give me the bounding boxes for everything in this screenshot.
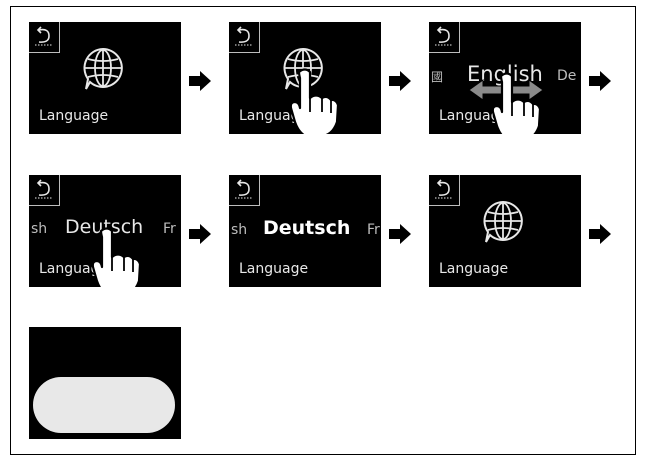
- previous-language: sh: [31, 221, 48, 237]
- step-arrow-5: [389, 224, 411, 244]
- step-arrow-1: [189, 71, 211, 91]
- back-icon: [435, 26, 453, 46]
- screen-step-3: 國 English De Language: [429, 22, 581, 134]
- step-arrow-4: [189, 224, 211, 244]
- previous-language: 國: [431, 70, 444, 84]
- back-button[interactable]: [29, 175, 60, 206]
- back-icon: [35, 179, 53, 199]
- pointing-hand-icon: [491, 72, 541, 134]
- back-button[interactable]: [229, 22, 260, 53]
- step-arrow-3: [589, 71, 611, 91]
- step-arrow-6: [589, 224, 611, 244]
- back-button[interactable]: [229, 175, 260, 206]
- language-label: Language: [39, 108, 109, 124]
- language-label: Language: [439, 261, 509, 277]
- next-language: Fr: [163, 221, 176, 237]
- screen-step-6: Language: [429, 175, 581, 287]
- pointing-hand-icon: [91, 227, 141, 287]
- back-icon: [35, 26, 53, 46]
- screen-step-2: Language: [229, 22, 381, 134]
- language-label: Language: [239, 261, 309, 277]
- back-icon: [235, 179, 253, 199]
- current-language[interactable]: Deutsch: [65, 216, 144, 238]
- back-button[interactable]: [429, 175, 460, 206]
- globe-icon: [483, 200, 523, 243]
- previous-language: sh: [231, 222, 248, 238]
- step-arrow-2: [389, 71, 411, 91]
- back-icon: [235, 26, 253, 46]
- globe-icon: [83, 47, 123, 90]
- language-label: Language: [439, 108, 509, 124]
- current-language: Deutsch: [263, 217, 351, 239]
- next-language: De: [557, 68, 577, 84]
- pointing-hand-icon: [289, 68, 339, 134]
- next-language: Fr: [367, 222, 380, 238]
- screen-step-7: [29, 327, 181, 439]
- selection-highlight: [33, 377, 175, 433]
- language-label: Language: [39, 261, 109, 277]
- back-button[interactable]: [429, 22, 460, 53]
- screen-step-4: sh Deutsch Fr Language: [29, 175, 181, 287]
- language-label: Language: [239, 108, 309, 124]
- back-button[interactable]: [29, 22, 60, 53]
- screen-step-5: sh Deutsch Fr Language: [229, 175, 381, 287]
- screen-step-1: Language: [29, 22, 181, 134]
- back-icon: [435, 179, 453, 199]
